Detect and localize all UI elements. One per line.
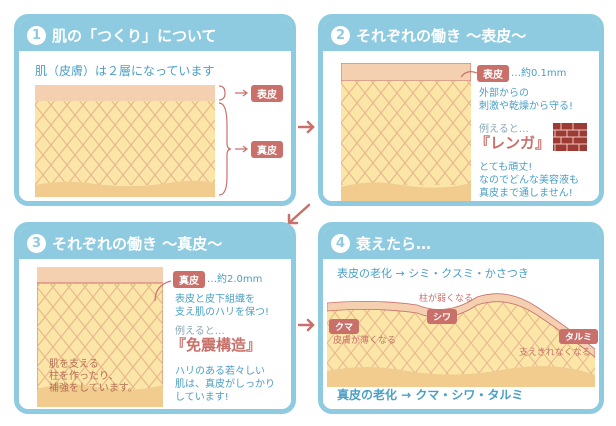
dermis-label: 真皮 [251, 141, 283, 158]
dermis-illustration [37, 267, 163, 407]
arrow-right-icon [298, 120, 315, 134]
panel-aging: 4 衰えたら… 表皮の老化 → シミ・クスミ・かさつき クマ シワ タルミ 柱が… [318, 222, 604, 414]
note-unsupported: 支えきれなくなる [519, 348, 591, 358]
note-pillar-weak: 柱が弱くなる [419, 294, 474, 304]
epidermis-illustration [341, 63, 471, 201]
example-seismic: 『免震構造』 [171, 336, 262, 354]
panel-1-subtitle: 肌（皮膚）は２層になっています [35, 64, 215, 78]
pointer-line [460, 71, 478, 78]
panel-1-title: 肌の「つくり」について [52, 26, 217, 45]
panel-3-title: それぞれの働き 〜真皮〜 [52, 234, 223, 253]
panel-skin-structure: 1 肌の「つくり」について 肌（皮膚）は２層になっています 表皮 真皮 [14, 14, 296, 206]
tag-kuma: クマ [329, 319, 360, 334]
skin-layers-illustration [35, 85, 215, 197]
epidermis-layer [35, 85, 215, 101]
aged-skin-illustration [327, 293, 595, 387]
layer-brackets [218, 85, 248, 196]
panel-dermis-role: 3 それぞれの働き 〜真皮〜 肌を支える 柱を作ったり、 補強をしています。 真… [14, 222, 296, 414]
tag-tarumi: タルミ [559, 329, 599, 344]
step-number: 4 [331, 233, 350, 253]
dermis-note: ハリのある若々しい 肌は、真皮がしっかり しています! [175, 366, 275, 403]
pillar-note: 肌を支える 柱を作ったり、 補強をしています。 [49, 359, 138, 394]
panel-epidermis-role: 2 それぞれの働き 〜表皮〜 表皮 …約0.1mm 外部からの 刺激や乾燥から守… [318, 14, 604, 206]
pointer-line [154, 280, 172, 302]
epidermis-thickness: …約0.1mm [511, 68, 567, 79]
example-lead: 例えると… [479, 124, 529, 135]
tag-shiwa: シワ [427, 309, 458, 324]
example-brick: 『レンガ』 [475, 134, 551, 152]
example-lead: 例えると… [175, 326, 225, 337]
dermis-aging: 真皮の老化 → クマ・シワ・タルミ [337, 388, 524, 402]
panel-4-header: 4 衰えたら… [323, 227, 599, 259]
dermis-description: 表皮と皮下組織を 支え肌のハリを保つ! [175, 294, 270, 318]
brick-icon [553, 123, 587, 151]
step-number: 2 [331, 25, 350, 45]
epidermis-description: 外部からの 刺激や乾燥から守る! [479, 88, 574, 112]
epidermis-label: 表皮 [251, 85, 283, 102]
arrow-right-icon [298, 318, 315, 332]
panel-2-title: それぞれの働き 〜表皮〜 [356, 26, 527, 45]
dermis-badge: 真皮 [173, 271, 205, 288]
epidermis-note: とても頑丈! なのでどんな美容液も 真皮まで通しません! [479, 162, 579, 199]
panel-1-header: 1 肌の「つくり」について [19, 19, 291, 51]
epidermis-badge: 表皮 [477, 65, 509, 82]
panel-2-header: 2 それぞれの働き 〜表皮〜 [323, 19, 599, 51]
note-thin: 皮膚が薄くなる [333, 336, 397, 346]
panel-4-title: 衰えたら… [356, 234, 432, 253]
epidermis-aging: 表皮の老化 → シミ・クスミ・かさつき [337, 267, 529, 280]
step-number: 1 [27, 25, 46, 45]
panel-3-header: 3 それぞれの働き 〜真皮〜 [19, 227, 291, 259]
step-number: 3 [27, 233, 46, 253]
dermis-thickness: …約2.0mm [207, 274, 263, 285]
